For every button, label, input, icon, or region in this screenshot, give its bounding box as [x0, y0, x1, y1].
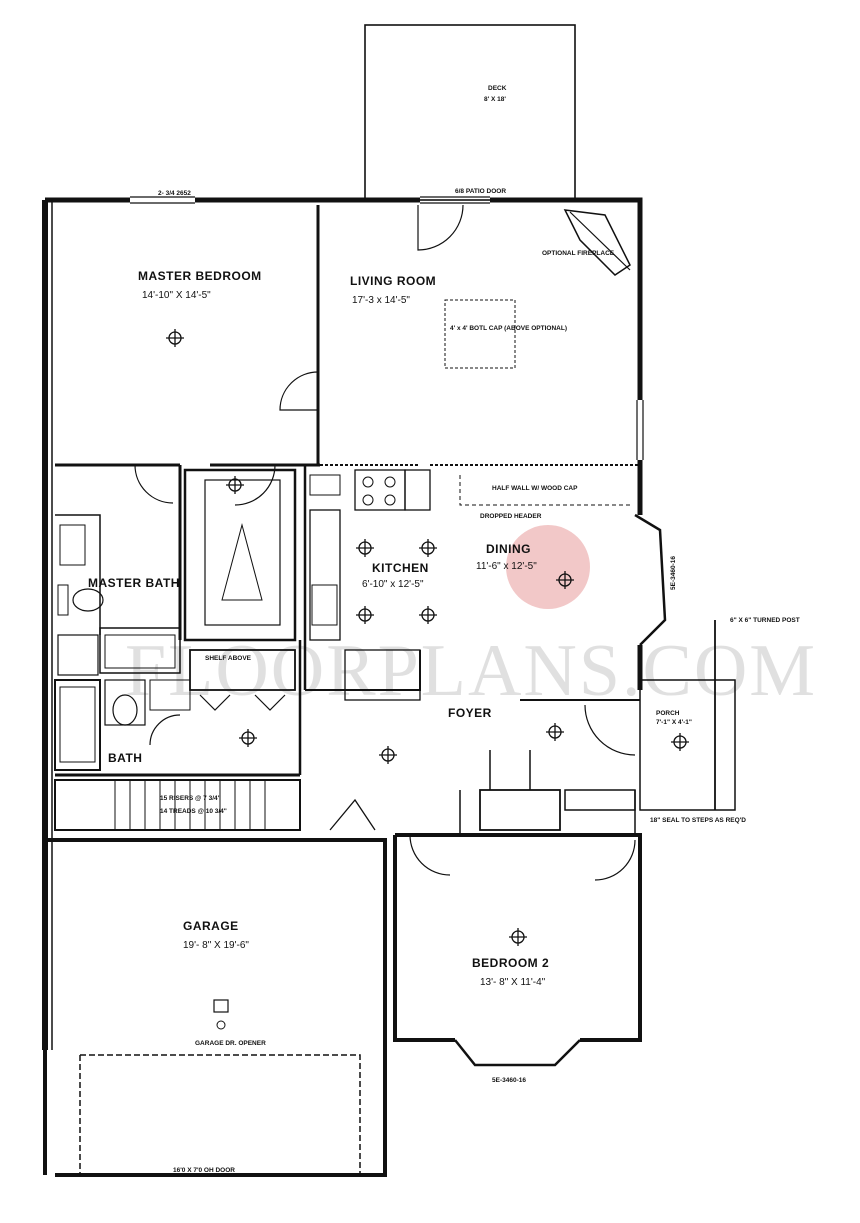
- window-note: 2- 3/4 2652: [158, 190, 191, 197]
- garage-door-note: 16'0 X 7'0 OH DOOR: [173, 1167, 235, 1174]
- deck-size: 8' X 18': [484, 96, 506, 103]
- dining-size: 11'-6" x 12'-5": [476, 561, 537, 572]
- garage-size: 19'- 8" X 19'-6": [183, 940, 249, 951]
- bath-name: BATH: [108, 751, 142, 765]
- garage-name: GARAGE: [183, 919, 239, 933]
- fireplace-note: OPTIONAL FIREPLACE: [542, 250, 615, 257]
- porch-name: PORCH: [656, 710, 680, 717]
- light-fixtures: [166, 329, 689, 946]
- porch-post-note: 6" X 6" TURNED POST: [730, 617, 800, 624]
- bedroom2-size: 13'- 8" X 11'-4": [480, 977, 546, 988]
- stairs-treads-note: 14 TREADS @ 10 3/4": [160, 808, 227, 815]
- half-wall-note: HALF WALL W/ WOOD CAP: [492, 485, 578, 492]
- kitchen-name: KITCHEN: [372, 561, 429, 575]
- attic-access: [444, 299, 516, 369]
- patio-door-note: 6/8 PATIO DOOR: [455, 188, 506, 195]
- shelf-note: SHELF ABOVE: [205, 655, 252, 662]
- garage-opener-note: GARAGE DR. OPENER: [195, 1040, 266, 1047]
- bay-window-bed-note: 5E-3460-16: [492, 1077, 526, 1084]
- watermark: FLOORPLANS.COM: [125, 630, 817, 712]
- stairs-risers-note: 15 RISERS @ 7 3/4": [160, 795, 221, 802]
- deck-outline: [364, 24, 576, 201]
- deck-name: DECK: [488, 85, 507, 92]
- master-bedroom-size: 14'-10" X 14'-5": [142, 290, 211, 301]
- dropped-header-note: DROPPED HEADER: [480, 513, 542, 520]
- master-bath-name: MASTER BATH: [88, 576, 180, 590]
- living-room-size: 17'-3 x 14'-5": [352, 295, 410, 306]
- attic-note: 4' x 4' BOTL CAP (ABOVE OPTIONAL): [450, 325, 567, 332]
- bay-window-dining-note: 5E-3460-16: [670, 556, 677, 590]
- steps-note: 18" SEAL TO STEPS AS REQ'D: [650, 817, 746, 824]
- bedroom2-name: BEDROOM 2: [472, 956, 549, 970]
- highlight-marker: [506, 525, 590, 609]
- porch-size: 7'-1" X 4'-1": [656, 719, 692, 726]
- foyer-name: FOYER: [448, 706, 492, 720]
- living-room-name: LIVING ROOM: [350, 274, 436, 288]
- dining-name: DINING: [486, 542, 531, 556]
- master-bedroom-name: MASTER BEDROOM: [138, 269, 262, 283]
- kitchen-size: 6'-10" x 12'-5": [362, 579, 424, 590]
